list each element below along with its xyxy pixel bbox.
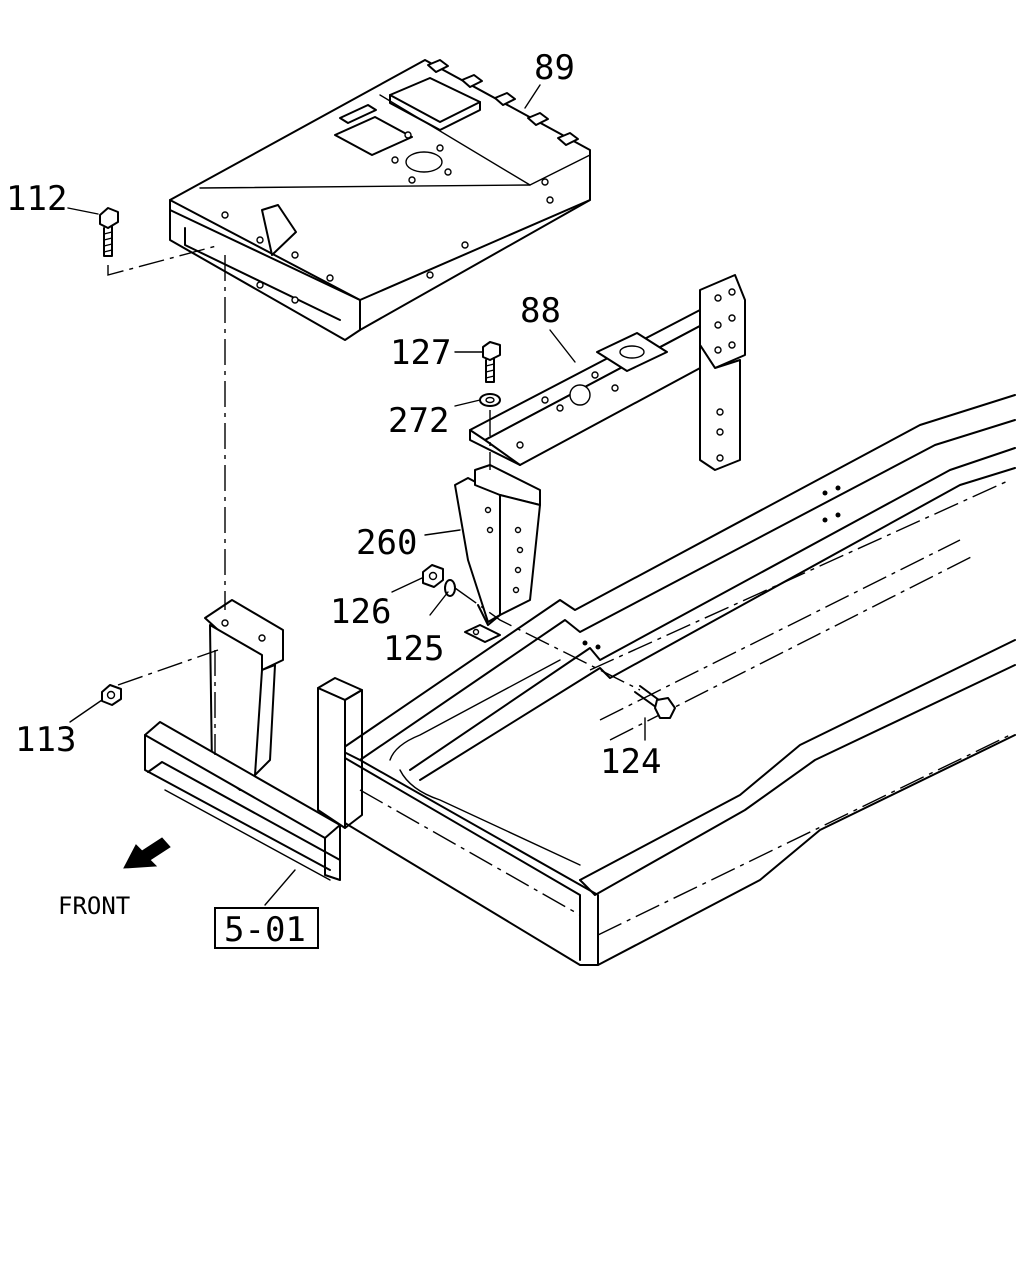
arrow-down-left-icon xyxy=(123,837,171,869)
washer-272 xyxy=(479,393,501,407)
support-bracket-260 xyxy=(454,464,541,643)
leader-lines xyxy=(67,84,646,906)
bolt-112 xyxy=(99,207,119,257)
label-125: 125 xyxy=(383,629,444,669)
label-113: 113 xyxy=(15,720,76,760)
label-ref-5-01: 5-01 xyxy=(224,910,306,950)
label-127: 127 xyxy=(390,333,451,373)
bolt-127 xyxy=(482,341,501,383)
chassis-frame xyxy=(339,394,1016,966)
support-post xyxy=(144,599,363,881)
label-272: 272 xyxy=(388,401,449,441)
bolt-124 xyxy=(634,685,676,719)
label-260: 260 xyxy=(356,523,417,563)
nut-126 xyxy=(422,564,444,588)
label-124: 124 xyxy=(600,742,661,782)
label-112: 112 xyxy=(6,179,67,219)
reference-box: 5-01 xyxy=(214,907,319,950)
label-88: 88 xyxy=(520,291,561,331)
label-front: FRONT xyxy=(58,892,130,920)
nut-113 xyxy=(101,684,122,706)
assembly-lines xyxy=(107,244,641,755)
cross-bracket-88 xyxy=(469,274,746,471)
label-89: 89 xyxy=(534,48,575,88)
battery-tray-89 xyxy=(169,59,591,341)
front-indicator: FRONT xyxy=(58,837,171,920)
label-126: 126 xyxy=(330,592,391,632)
